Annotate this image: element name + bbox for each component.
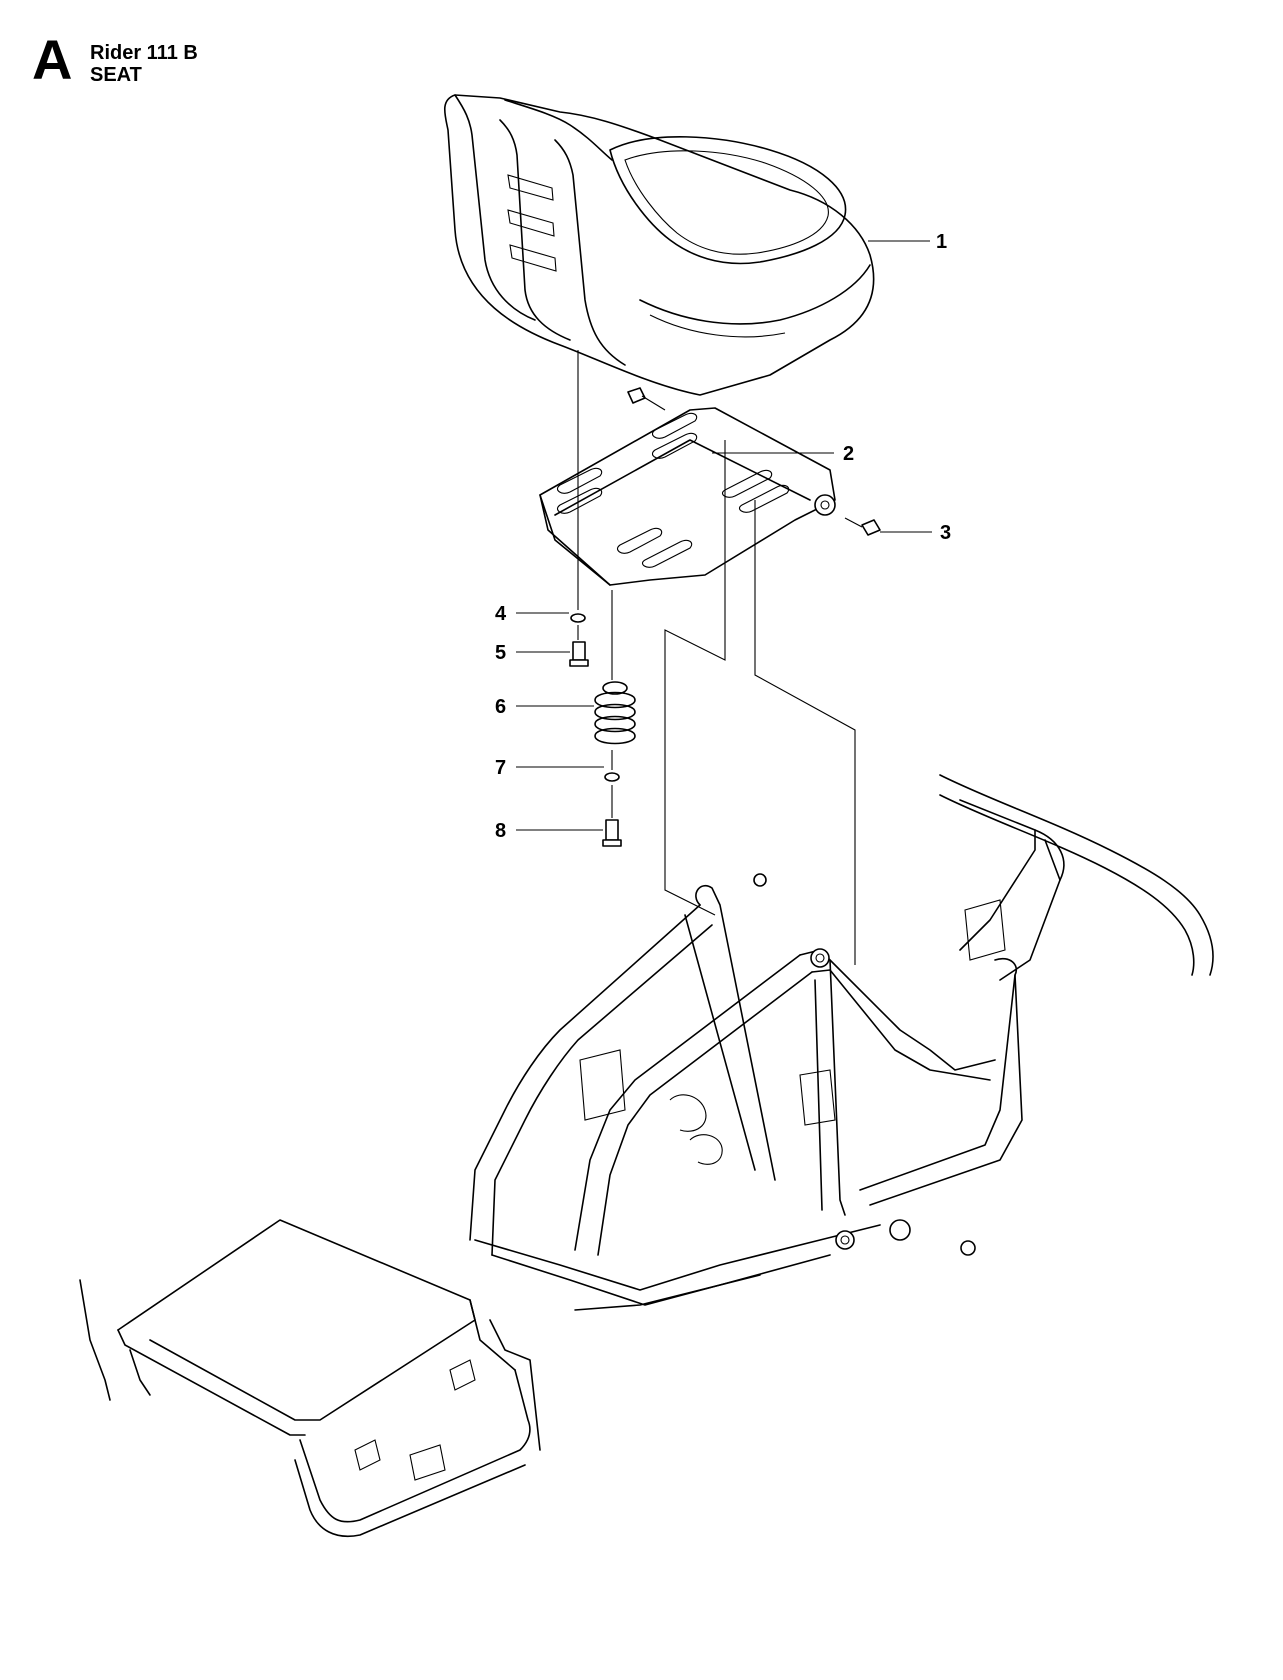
title-block: Rider 111 B SEAT	[90, 42, 198, 86]
callout-number-7: 7	[495, 757, 506, 779]
section-letter: A	[32, 28, 73, 91]
seat-cushion-drawing	[443, 94, 875, 396]
callout-7: 7	[495, 757, 604, 779]
seat-plate-drawing	[539, 387, 881, 586]
callout-3: 3	[880, 522, 951, 544]
assembly-guide-lines	[577, 350, 856, 965]
callout-number-3: 3	[940, 522, 951, 544]
callout-8: 8	[495, 820, 603, 842]
front-bracket-drawing	[79, 1219, 541, 1537]
callout-number-8: 8	[495, 820, 506, 842]
callout-number-1: 1	[936, 231, 947, 253]
callout-1: 1	[868, 231, 947, 253]
callout-4: 4	[495, 603, 569, 625]
chassis-frame-drawing	[469, 774, 1214, 1311]
group-title: SEAT	[90, 64, 142, 86]
callout-2: 2	[712, 443, 854, 465]
callout-6: 6	[495, 696, 594, 718]
callout-number-4: 4	[495, 603, 507, 625]
callout-number-5: 5	[495, 642, 506, 664]
hardware-drawings	[569, 613, 636, 847]
callout-number-2: 2	[843, 443, 854, 465]
callout-5: 5	[495, 642, 570, 664]
callout-number-6: 6	[495, 696, 506, 718]
model-title: Rider 111 B	[90, 42, 198, 64]
